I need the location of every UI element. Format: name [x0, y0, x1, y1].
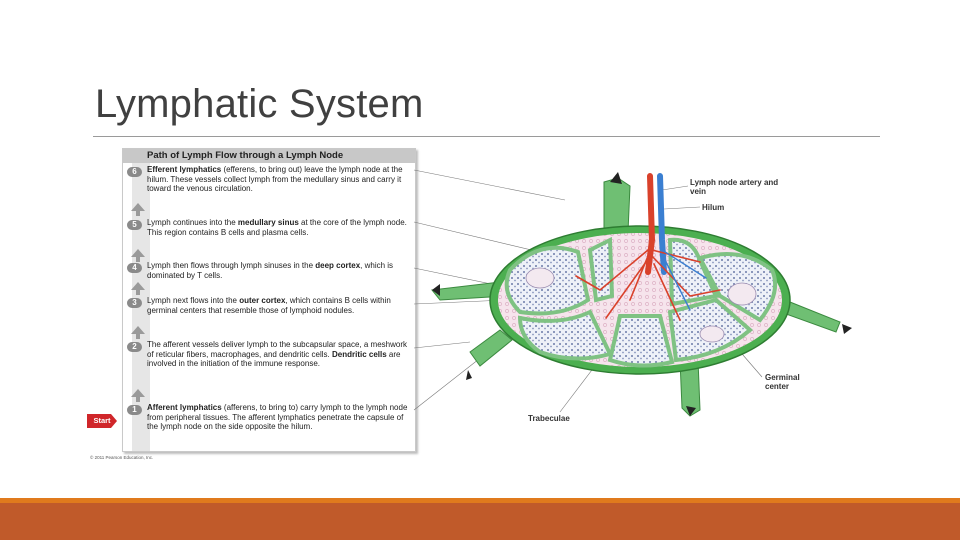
step-text: Efferent lymphatics (efferens, to bring …: [147, 165, 409, 194]
step-number: 2: [127, 342, 142, 352]
step-number: 5: [127, 220, 142, 230]
afferent-flow-arrow-icon: [842, 324, 852, 334]
panel-header: Path of Lymph Flow through a Lymph Node: [123, 149, 415, 163]
up-arrow-icon: [131, 203, 145, 211]
lobule: [517, 309, 613, 361]
vein: [657, 173, 667, 275]
step-text: Afferent lymphatics (afferens, to bring …: [147, 403, 409, 432]
callout-line-1: [413, 351, 489, 411]
label-germinal-center: Germinal center: [765, 373, 800, 391]
up-arrow-icon: [131, 282, 145, 290]
step-keyword: outer cortex: [239, 296, 286, 305]
step-keyword: Dendritic cells: [331, 349, 387, 359]
label-hilum: Hilum: [702, 203, 725, 212]
afferent-flow-arrow-icon: [432, 284, 440, 296]
step-number: 3: [127, 298, 142, 308]
lobule: [607, 314, 675, 368]
step-desc: (efferens, to bring out) leave the lymph…: [147, 165, 403, 193]
step-number: 4: [127, 263, 142, 273]
step-desc: , which contains B cells within germinal…: [147, 296, 391, 315]
page-title: Lymphatic System: [95, 82, 424, 126]
step-desc-pre: Lymph next flows into the: [147, 296, 240, 305]
up-arrow-stem: [136, 211, 140, 216]
lymph-flow-panel: Path of Lymph Flow through a Lymph Node …: [87, 148, 416, 452]
germinal-center: [525, 267, 555, 289]
up-arrow-stem: [136, 397, 140, 402]
callout-line-2: [413, 341, 471, 349]
up-arrow-icon: [131, 326, 145, 334]
lobule: [587, 236, 615, 303]
germinal-centers: [525, 267, 757, 343]
up-arrow-stem: [136, 334, 140, 339]
artery: [645, 173, 656, 275]
cortex-lobules: [504, 236, 777, 368]
flow-arrows: [432, 172, 852, 416]
label-trabeculae: Trabeculae: [528, 414, 570, 423]
step-desc: are involved in the initiation of the im…: [147, 349, 401, 369]
step-text: Lymph next flows into the outer cortex, …: [147, 296, 409, 315]
start-arrow-tag: Start: [87, 414, 117, 428]
callout-line-artery: [661, 185, 689, 191]
step-keyword: deep cortex: [315, 261, 361, 270]
up-arrow-stem: [136, 290, 140, 295]
copyright-note: © 2011 Pearson Education, Inc.: [90, 455, 154, 460]
germinal-center: [699, 325, 725, 343]
step-desc: , which is dominated by T cells.: [147, 261, 394, 280]
step-desc: (afferens, to bring to) carry lymph to t…: [147, 403, 408, 431]
up-arrow-icon: [131, 389, 145, 397]
afferent-vessel-lower-left: [469, 329, 513, 367]
step-number: 1: [127, 405, 142, 415]
title-divider: [93, 136, 880, 137]
step-desc-pre: Lymph continues into the: [147, 218, 238, 227]
efferent-flow-arrow-icon: [610, 172, 622, 184]
vein-branches: [661, 249, 707, 311]
step-text: The afferent vessels deliver lymph to th…: [147, 340, 409, 369]
step-keyword: medullary sinus: [237, 218, 299, 227]
step-text: Lymph then flows through lymph sinuses i…: [147, 261, 409, 280]
step-desc-pre: The afferent vessels deliver lymph to th…: [147, 340, 407, 359]
steps-spine: [132, 163, 150, 451]
step-desc: at the core of the lymph node. This regi…: [147, 218, 407, 237]
step-number: 6: [127, 167, 142, 177]
footer-accent-line: [0, 498, 960, 503]
artery-branches: [575, 249, 721, 321]
germinal-center: [727, 282, 757, 306]
step-desc-pre: Lymph then flows through lymph sinuses i…: [147, 261, 316, 270]
afferent-flow-arrow-icon: [686, 406, 696, 416]
blood-vessels: [575, 173, 721, 321]
up-arrow-stem: [136, 257, 140, 262]
footer-band: [0, 503, 960, 540]
callout-line-6: [413, 169, 566, 201]
callout-line-hilum: [663, 206, 701, 210]
label-artery-vein: Lymph node artery and vein: [690, 178, 779, 196]
steps-list: 6 Efferent lymphatics (efferens, to brin…: [87, 163, 415, 451]
lymph-vessels: [431, 177, 841, 417]
afferent-vessel-right: [785, 301, 841, 333]
up-arrow-icon: [131, 249, 145, 257]
step-keyword: Afferent lymphatics: [147, 403, 222, 412]
step-keyword: Efferent lymphatics: [147, 165, 222, 174]
step-text: Lymph continues into the medullary sinus…: [147, 218, 409, 237]
afferent-flow-arrow-icon: [466, 370, 472, 380]
